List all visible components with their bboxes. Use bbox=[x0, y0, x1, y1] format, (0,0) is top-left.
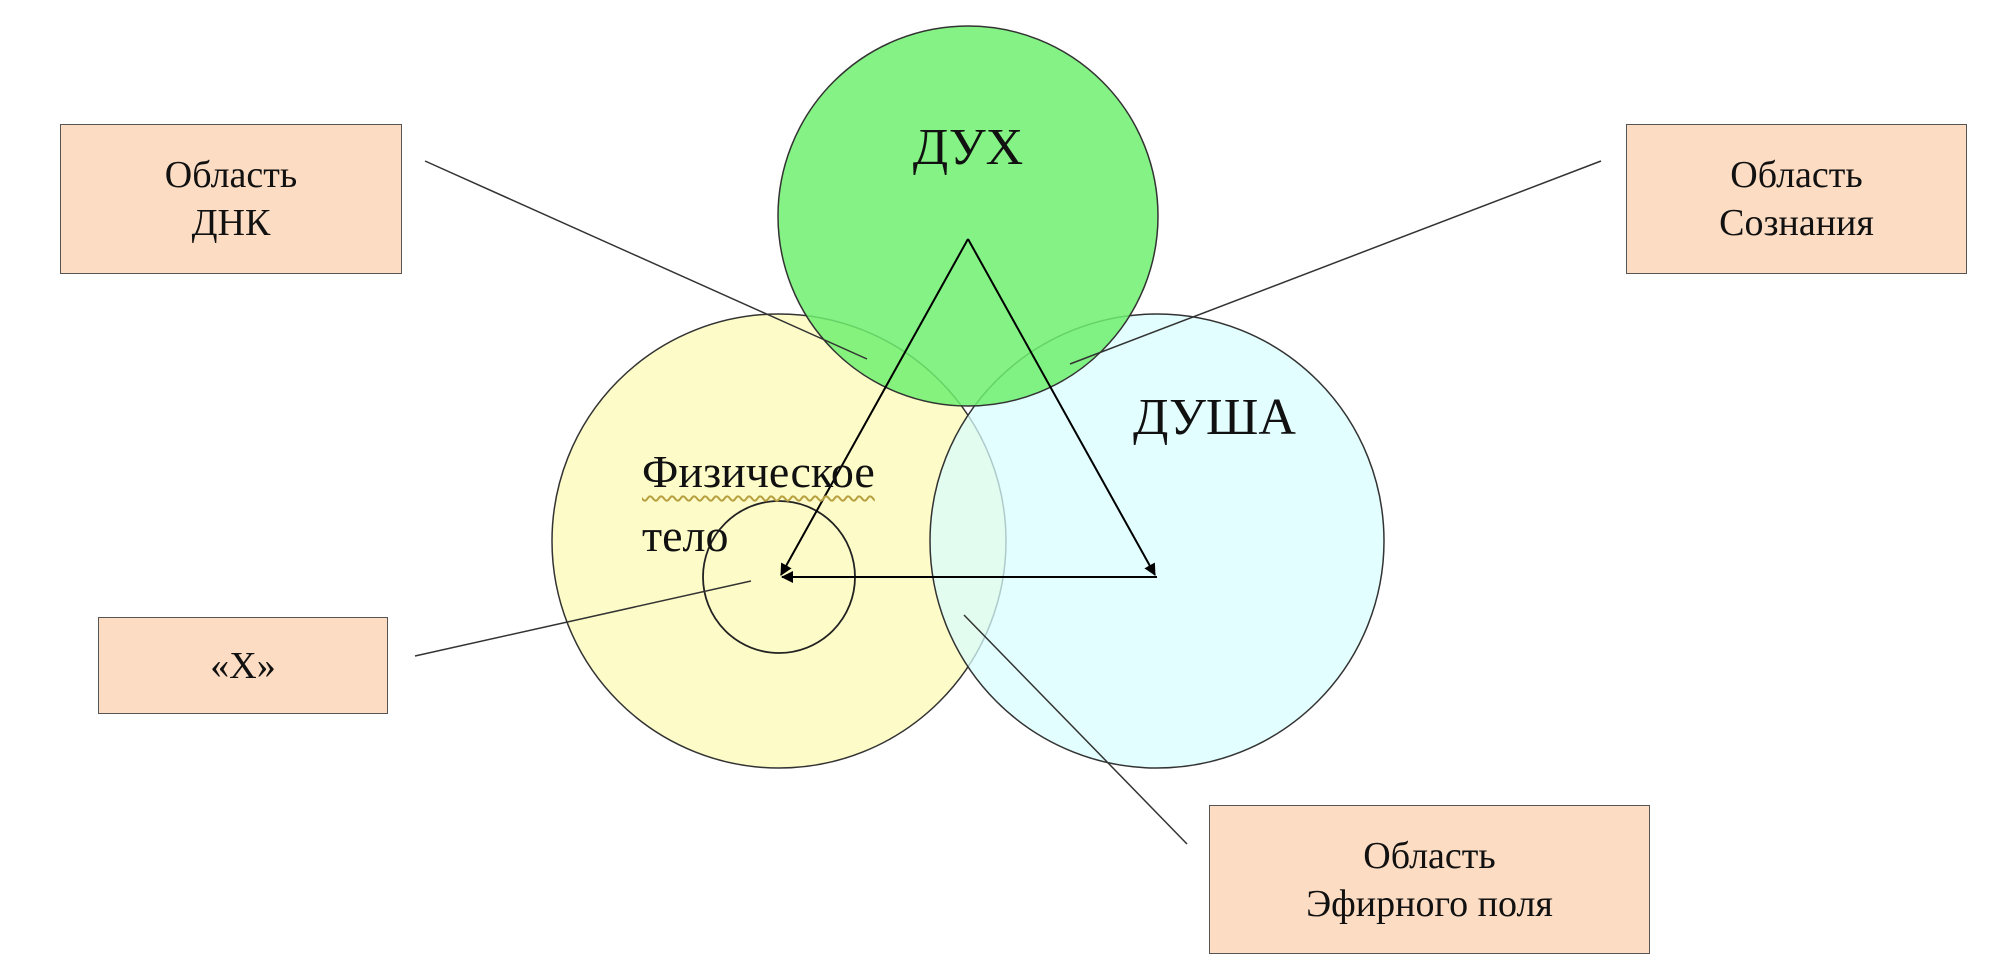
leader-dna bbox=[424, 160, 868, 360]
soul-label: ДУША bbox=[1133, 389, 1296, 446]
callout-dna-line2: ДНК bbox=[191, 202, 271, 244]
body-label-line2: тело bbox=[642, 510, 729, 561]
callout-dna-line1: Область bbox=[164, 154, 298, 196]
callout-etheric-line1: Область bbox=[1363, 834, 1496, 877]
leader-x bbox=[414, 580, 752, 657]
soul-circle bbox=[929, 313, 1385, 769]
callout-x: «X» bbox=[98, 617, 388, 714]
callout-etheric: Область Эфирного поля bbox=[1209, 805, 1650, 954]
spirit-circle bbox=[777, 25, 1159, 407]
callout-x-line1: «X» bbox=[210, 644, 276, 687]
leader-etheric bbox=[963, 614, 1188, 845]
leader-consciousness bbox=[1069, 160, 1602, 365]
arrow-spirit-to-body bbox=[780, 238, 969, 576]
callout-consciousness-line1: Область bbox=[1730, 154, 1863, 196]
body-label-line1: Физическое bbox=[642, 446, 875, 497]
body-label: Физическое тело bbox=[642, 440, 875, 568]
callout-etheric-line2: Эфирного поля bbox=[1306, 882, 1553, 925]
callout-consciousness-line2: Сознания bbox=[1719, 202, 1874, 244]
arrow-spirit-to-soul bbox=[967, 238, 1156, 576]
spirit-label: ДУХ bbox=[912, 119, 1024, 176]
callout-dna: Область ДНК bbox=[60, 124, 402, 274]
callout-consciousness: Область Сознания bbox=[1626, 124, 1967, 274]
